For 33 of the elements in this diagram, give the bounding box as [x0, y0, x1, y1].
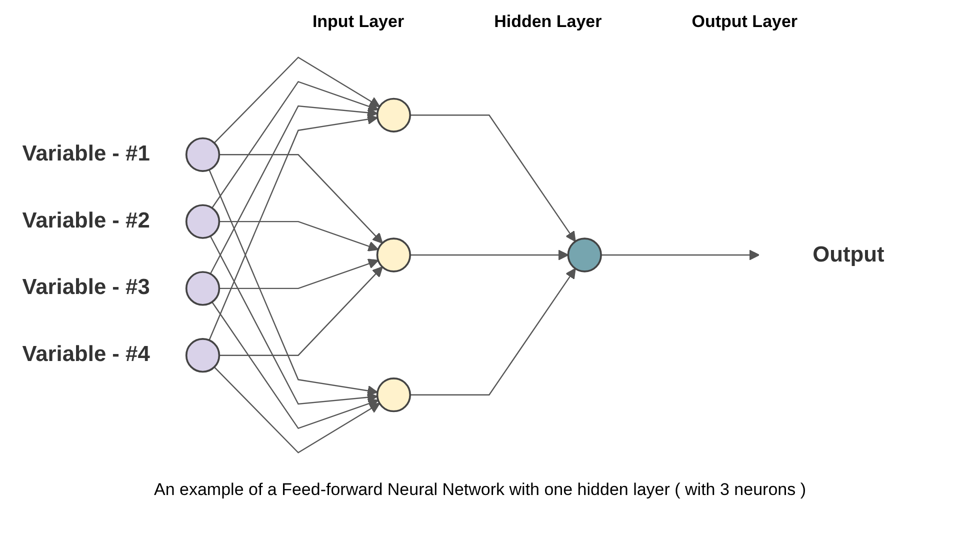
- node-circle: [376, 378, 412, 412]
- layer-heading: Input Layer: [312, 12, 404, 33]
- arrow: [208, 114, 378, 340]
- arrow: [219, 258, 379, 290]
- node-text: Output: [812, 242, 884, 267]
- layer-heading: Hidden Layer: [494, 12, 602, 33]
- arrow: [410, 250, 569, 260]
- node-circle: [185, 204, 220, 239]
- caption: An example of a Feed-forward Neural Network with one hidden layer ( with 3 neurons ): [154, 480, 806, 499]
- arrow: [214, 366, 380, 454]
- input-variable-label: Variable - #2: [22, 207, 150, 232]
- node-circle: [376, 238, 412, 272]
- arrow: [214, 56, 380, 144]
- arrow: [601, 250, 760, 260]
- arrow: [212, 80, 379, 208]
- arrow: [219, 154, 383, 244]
- arrow: [208, 170, 378, 396]
- arrow: [210, 236, 378, 405]
- arrow: [219, 266, 383, 356]
- node-circle: [567, 238, 602, 272]
- node-circle: [376, 98, 412, 132]
- input-variable-label: Variable - #4: [22, 341, 150, 366]
- arrow: [219, 220, 379, 252]
- layer-heading: Output Layer: [692, 12, 798, 33]
- node-circle: [185, 338, 220, 373]
- arrow: [210, 105, 378, 274]
- input-variable-label: Variable - #1: [22, 140, 150, 166]
- node-circle: [185, 137, 220, 172]
- node-circle: [185, 271, 220, 306]
- arrow: [410, 114, 576, 242]
- arrow: [212, 302, 379, 430]
- arrow: [410, 268, 576, 396]
- input-variable-label: Variable - #3: [22, 274, 150, 300]
